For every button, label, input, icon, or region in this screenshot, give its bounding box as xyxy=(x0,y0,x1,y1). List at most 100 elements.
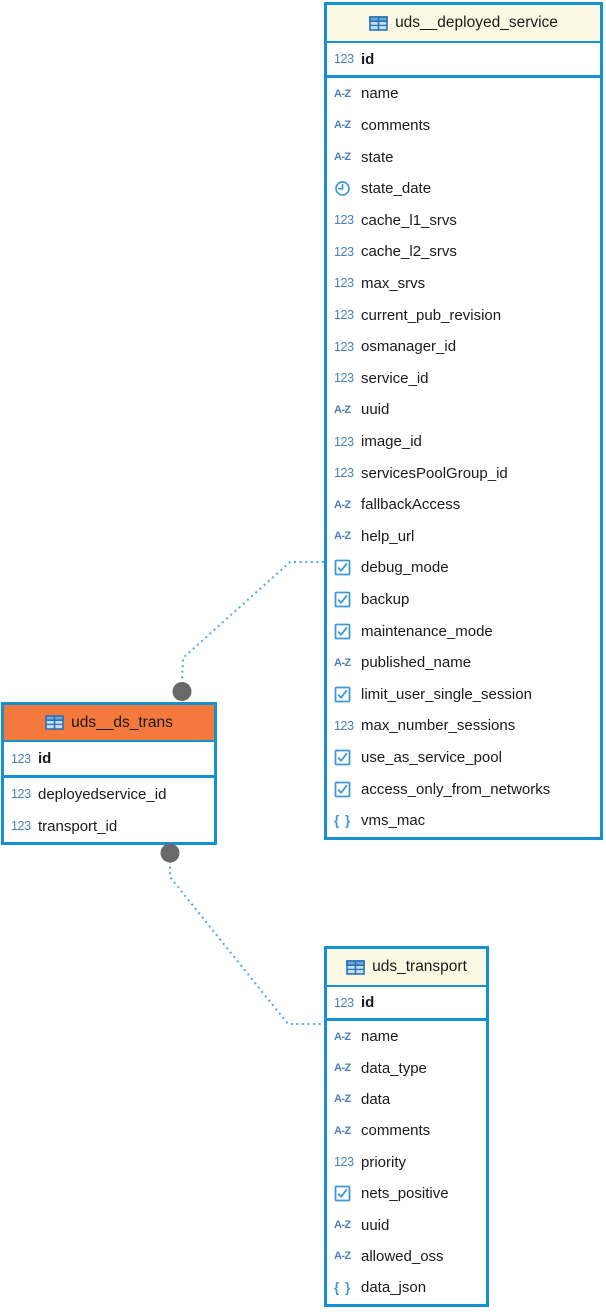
table-header[interactable]: uds_transport xyxy=(327,949,486,987)
column-row-data_json[interactable]: { } data_json xyxy=(327,1272,486,1303)
column-row-cache_l1_srvs[interactable]: 123 cache_l1_srvs xyxy=(327,204,600,236)
column-name: published_name xyxy=(361,654,472,672)
column-name: data_json xyxy=(361,1279,427,1297)
column-row-help_url[interactable]: A-Z help_url xyxy=(327,521,600,553)
column-name: backup xyxy=(361,591,410,609)
column-row-state_date[interactable]: state_date xyxy=(327,173,600,205)
column-row-use_as_service_pool[interactable]: use_as_service_pool xyxy=(327,742,600,774)
column-name: id xyxy=(38,750,52,767)
checkbox-type-icon xyxy=(334,781,361,798)
column-name: image_id xyxy=(361,433,422,450)
column-row-current_pub_revision[interactable]: 123 current_pub_revision xyxy=(327,299,600,331)
column-row-data[interactable]: A-Z data xyxy=(327,1084,486,1115)
column-name: nets_positive xyxy=(361,1185,449,1203)
text-type-icon: A-Z xyxy=(334,87,351,100)
number-type-icon: 123 xyxy=(334,995,354,1010)
column-row-nets_positive[interactable]: nets_positive xyxy=(327,1178,486,1209)
relationship-line[interactable] xyxy=(181,561,324,682)
text-type-icon: A-Z xyxy=(334,1062,351,1075)
text-type-icon: A-Z xyxy=(334,119,351,132)
relationship-ds_trans-to-deployed_service xyxy=(172,561,324,701)
number-type-icon: 123 xyxy=(334,308,354,323)
relationship-endpoint-dot[interactable] xyxy=(172,682,192,701)
column-name: deployedservice_id xyxy=(38,785,167,803)
relationship-endpoint-dot[interactable] xyxy=(160,843,180,863)
checkbox-type-icon xyxy=(334,686,361,703)
column-name: data xyxy=(361,1090,391,1108)
number-type-icon: 123 xyxy=(11,787,31,801)
checkbox-type-icon xyxy=(334,559,361,576)
column-row-vms_mac[interactable]: { } vms_mac xyxy=(327,805,600,837)
table-title: uds__ds_trans xyxy=(71,713,173,731)
column-name: id xyxy=(361,994,375,1011)
column-name: state_date xyxy=(361,180,432,198)
number-type-icon: 123 xyxy=(11,819,31,833)
column-name: name xyxy=(361,1028,399,1046)
number-type-icon: 123 xyxy=(334,52,354,66)
column-name: max_srvs xyxy=(361,274,426,292)
column-row-maintenance_mode[interactable]: maintenance_mode xyxy=(327,615,600,647)
number-type-icon: 123 xyxy=(334,213,354,228)
number-type-icon: 123 xyxy=(334,339,354,354)
column-name: name xyxy=(361,85,399,103)
column-row-name[interactable]: A-Z name xyxy=(327,78,600,110)
table-header[interactable]: uds__ds_trans xyxy=(4,705,214,742)
column-name: help_url xyxy=(361,527,415,545)
number-type-icon: 123 xyxy=(334,1155,354,1170)
column-name: uuid xyxy=(361,1216,390,1234)
column-row-access_only_from_networks[interactable]: access_only_from_networks xyxy=(327,773,600,805)
column-row-limit_user_single_session[interactable]: limit_user_single_session xyxy=(327,679,600,711)
relationship-line[interactable] xyxy=(169,861,324,1025)
column-name: maintenance_mode xyxy=(361,622,493,640)
column-name: vms_mac xyxy=(361,812,426,830)
column-name: allowed_oss xyxy=(361,1247,444,1265)
json-type-icon: { } xyxy=(334,1280,352,1296)
column-row-id[interactable]: 123 id xyxy=(327,987,486,1018)
column-row-backup[interactable]: backup xyxy=(327,584,600,616)
column-name: access_only_from_networks xyxy=(361,780,551,798)
column-row-max_srvs[interactable]: 123 max_srvs xyxy=(327,268,600,300)
column-name: cache_l2_srvs xyxy=(361,243,457,261)
column-row-deployedservice_id[interactable]: 123 deployedservice_id xyxy=(4,778,214,810)
column-name: cache_l1_srvs xyxy=(361,211,457,229)
relationship-ds_trans-to-transport xyxy=(160,843,324,1025)
number-type-icon: 123 xyxy=(334,466,354,481)
number-type-icon: 123 xyxy=(334,276,354,291)
text-type-icon: A-Z xyxy=(334,530,351,543)
column-name: service_id xyxy=(361,369,429,387)
json-type-icon: { } xyxy=(334,813,352,829)
text-type-icon: A-Z xyxy=(334,498,351,511)
column-row-debug_mode[interactable]: debug_mode xyxy=(327,552,600,584)
checkbox-type-icon xyxy=(334,591,361,608)
checkbox-type-icon xyxy=(334,623,361,640)
table-title: uds_transport xyxy=(372,958,467,975)
column-name: current_pub_revision xyxy=(361,306,502,324)
table-header[interactable]: uds__deployed_service xyxy=(327,5,600,43)
text-type-icon: A-Z xyxy=(334,1093,351,1106)
